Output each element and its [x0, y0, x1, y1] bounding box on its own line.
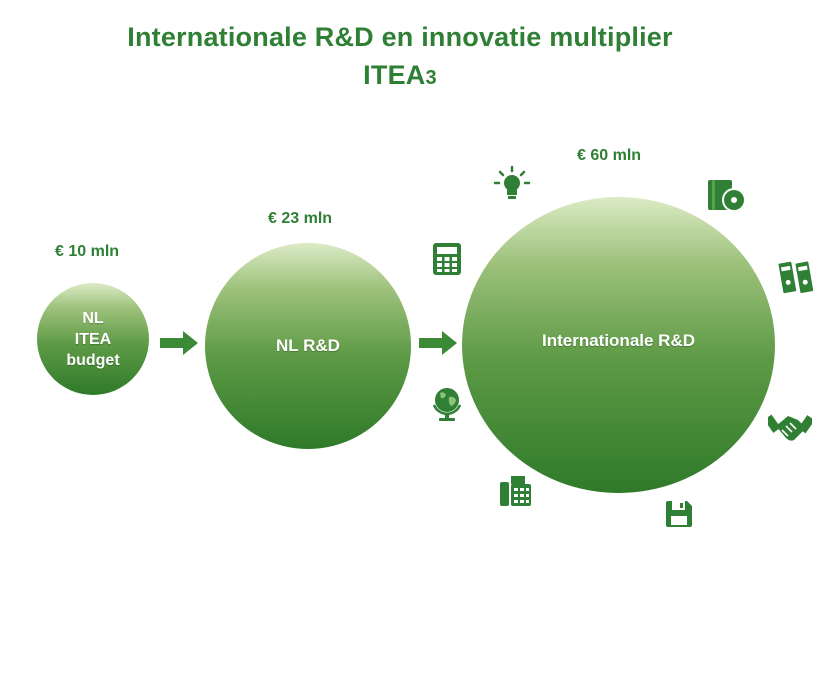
floppy-disk-icon [666, 501, 692, 527]
lightbulb-icon [493, 165, 531, 199]
circle-nl-rd: NL R&D [205, 243, 411, 449]
fax-icon [500, 476, 531, 506]
circle-label-international-rd: Internationale R&D [541, 331, 696, 350]
handshake-icon [768, 414, 812, 441]
subtitle-main: ITEA [363, 60, 426, 90]
arrow-right-icon [160, 331, 198, 355]
diagram-title: Internationale R&D en innovatie multipli… [127, 22, 673, 52]
amount-label-itea: € 10 mln [55, 243, 120, 260]
calculator-icon [433, 243, 461, 275]
arrow-right-icon [419, 331, 457, 355]
binders-icon [778, 261, 814, 294]
amount-label-nl-rd: € 23 mln [268, 210, 333, 227]
diagram-subtitle: ITEA3 [0, 60, 800, 91]
circle-international-rd: Internationale R&D [462, 197, 775, 493]
globe-icon [432, 388, 462, 421]
circle-label-nl-rd: NL R&D [276, 336, 340, 355]
circle-nl-itea-budget: NL ITEA budget [37, 283, 149, 395]
circle-label-nl-itea-budget: NL ITEA budget [66, 309, 120, 369]
amount-label-international-rd: € 60 mln [577, 147, 642, 164]
subtitle-suffix: 3 [425, 67, 437, 89]
book-disc-icon [708, 180, 746, 212]
